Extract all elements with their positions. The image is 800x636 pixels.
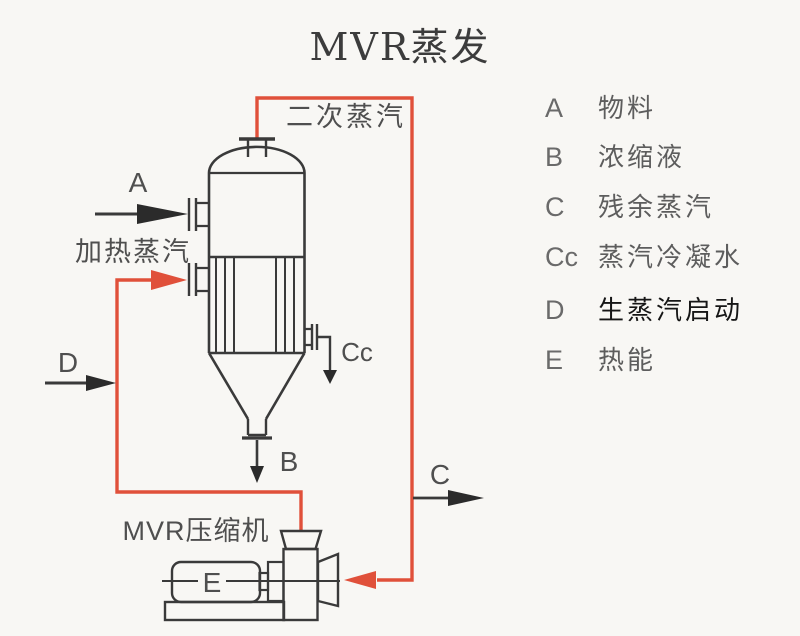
condensate-arrowhead (323, 370, 337, 384)
condensate-arrow-line (317, 335, 332, 372)
startup-steam-arrowhead (86, 375, 116, 391)
cone-outlet-stub (246, 419, 268, 437)
page-title: MVR蒸发 (309, 25, 491, 69)
stream-d-label: D (58, 347, 78, 378)
feed-nozzle-flange (187, 198, 198, 231)
legend-row-a: A 物料 (540, 92, 656, 124)
legend-label-cc: 蒸汽冷凝水 (598, 242, 744, 272)
heating-nozzle-stub (197, 266, 209, 293)
flow-arrows (45, 204, 484, 506)
legend-label-c: 残余蒸汽 (598, 192, 715, 222)
compressor-discharge-cone (279, 529, 323, 551)
heating-steam-arrowhead (151, 270, 187, 290)
calandria-tube-sheets (209, 255, 305, 355)
stream-a-label: A (129, 167, 148, 198)
stream-cc-label: Cc (341, 337, 373, 367)
legend-key-a: A (545, 93, 564, 123)
feed-nozzle-stub (197, 201, 209, 228)
secondary-steam-pipe (255, 96, 414, 582)
vessel-cone (207, 352, 306, 420)
heating-nozzle-flange (187, 263, 198, 296)
evaporator-vessel (187, 137, 319, 440)
legend-label-e: 热能 (598, 345, 657, 375)
legend-label-d: 生蒸汽启动 (598, 295, 744, 325)
compressor-suction-bell (316, 552, 340, 608)
motor-e-label: E (203, 567, 222, 598)
top-nozzle-neck (246, 140, 268, 157)
legend-key-d: D (545, 295, 565, 325)
compressor-body (282, 547, 319, 622)
baseplate (163, 600, 286, 622)
stream-c-label: C (430, 459, 450, 490)
calandria-tubes (215, 258, 295, 352)
legend-key-cc: Cc (545, 242, 578, 272)
compressor-label: MVR压缩机 (123, 516, 270, 546)
compressor-unit (162, 529, 340, 622)
compressor-suction-arrowhead (344, 571, 376, 589)
compressed-steam-pipe (115, 278, 303, 530)
legend-row-d: D 生蒸汽启动 (540, 294, 743, 326)
condensate-nozzle-flange (310, 324, 319, 350)
legend-key-e: E (545, 345, 564, 375)
legend: A 物料 B 浓缩液 C 残余蒸汽 Cc 蒸汽冷凝水 D 生蒸汽启动 E 热能 (540, 0, 790, 420)
legend-key-c: C (545, 192, 565, 222)
vessel-dome (207, 145, 306, 174)
legend-label-a: 物料 (598, 93, 657, 123)
concentrate-arrowhead (250, 466, 264, 483)
legend-row-c: C 残余蒸汽 (540, 191, 714, 223)
legend-key-b: B (545, 142, 564, 172)
heating-steam-label: 加热蒸汽 (75, 237, 191, 267)
secondary-steam-label: 二次蒸汽 (286, 102, 406, 132)
legend-row-cc: Cc 蒸汽冷凝水 (540, 241, 743, 273)
legend-row-b: B 浓缩液 (540, 141, 685, 173)
legend-row-e: E 热能 (540, 344, 656, 376)
residual-steam-arrowhead (448, 490, 484, 506)
stream-b-label: B (280, 446, 299, 477)
condensate-nozzle-stub (304, 327, 311, 347)
legend-label-b: 浓缩液 (598, 142, 686, 172)
vessel-shell-walls (207, 173, 306, 353)
feed-arrowhead (137, 204, 188, 224)
